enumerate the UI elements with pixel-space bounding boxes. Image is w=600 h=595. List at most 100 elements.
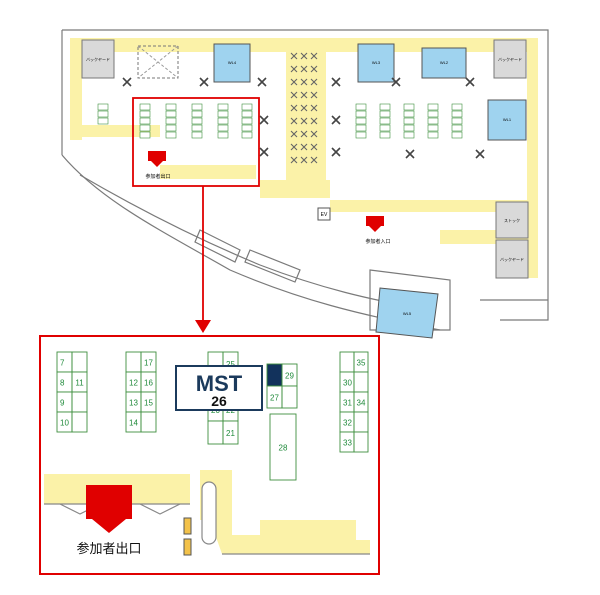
exit-label: 参加者出口	[145, 173, 170, 180]
overview-booth	[191, 103, 203, 111]
seat-icon	[290, 65, 298, 73]
seat-icon	[310, 143, 318, 151]
booth-number: 25	[226, 360, 235, 369]
overview-booth	[451, 117, 463, 125]
booth-cell[interactable]	[125, 351, 142, 373]
booth-cell[interactable]	[140, 411, 157, 433]
booth-number: 11	[75, 379, 84, 388]
overview-booth	[241, 117, 253, 125]
overview-booth	[241, 110, 253, 118]
pillar-icon	[405, 149, 415, 159]
overview-booth	[191, 110, 203, 118]
seat-icon	[300, 78, 308, 86]
booth-cell[interactable]	[339, 351, 355, 373]
booth-cell[interactable]	[269, 413, 297, 481]
booth-cell[interactable]	[353, 371, 369, 393]
pillar-icon	[331, 115, 341, 125]
booth-number: 21	[226, 429, 235, 438]
seat-icon	[300, 117, 308, 125]
pillar-icon	[199, 77, 209, 87]
elevator-label: EV	[321, 212, 328, 218]
pillar-icon	[257, 77, 267, 87]
room-label: WL4	[228, 60, 237, 65]
overview-booth	[139, 110, 151, 118]
overview-booth	[379, 124, 391, 132]
booth-cell[interactable]	[353, 431, 369, 453]
booth-cell[interactable]	[71, 411, 88, 433]
detail-exit-marker[interactable]: 参加者出口	[76, 485, 142, 556]
booth-cell[interactable]	[71, 351, 88, 373]
booth-number: 10	[60, 419, 69, 428]
room-label: ストック	[504, 217, 520, 223]
seat-icon	[290, 91, 298, 99]
seat-icon	[310, 104, 318, 112]
overview-booth	[451, 131, 463, 139]
seat-icon	[310, 91, 318, 99]
booth-number: 15	[144, 399, 153, 408]
booth-cell[interactable]	[281, 385, 298, 409]
overview-booth	[97, 117, 109, 125]
seat-icon	[290, 104, 298, 112]
seat-icon	[300, 156, 308, 164]
overview-booth	[403, 131, 415, 139]
rooms: バックヤード WL4 WL3 WL2 バックヤード WL1 ストック バックヤー…	[81, 39, 529, 339]
booth-number: 31	[343, 399, 352, 408]
booth-number: 28	[279, 444, 288, 453]
seat-icon	[310, 78, 318, 86]
mst-code: MST	[196, 371, 243, 396]
seat-icon	[310, 52, 318, 60]
overview-booth	[355, 131, 367, 139]
booth-number: 33	[343, 439, 352, 448]
overview-booth	[241, 131, 253, 139]
booth-cell[interactable]	[353, 411, 369, 433]
mst-booth-number: 26	[211, 393, 227, 409]
overview-booth	[379, 103, 391, 111]
seat-icon	[290, 156, 298, 164]
overview-booth	[191, 124, 203, 132]
overview-booth	[379, 131, 391, 139]
entrance-marker[interactable]: 参加者入口	[365, 216, 391, 245]
pillar-icon	[122, 77, 132, 87]
seat-icon	[310, 65, 318, 73]
overview-booth	[379, 117, 391, 125]
overview-booth	[355, 103, 367, 111]
room-label: WL1	[503, 117, 512, 122]
building-outline	[61, 29, 549, 331]
overview-booth	[165, 131, 177, 139]
pillar-icon	[259, 147, 269, 157]
seat-icon	[290, 130, 298, 138]
overview-booth	[217, 131, 229, 139]
booth-cell[interactable]	[266, 363, 283, 387]
room-label: バックヤード	[86, 56, 110, 62]
booth-cell[interactable]	[207, 420, 224, 445]
detail-exit-label: 参加者出口	[76, 541, 141, 556]
room-label: WL2	[440, 60, 449, 65]
booth-number: 30	[343, 379, 352, 388]
entrance-label: 参加者入口	[365, 238, 390, 245]
overview-map: バックヤード WL4 WL3 WL2 バックヤード WL1 ストック バックヤー…	[61, 29, 549, 339]
overview-booth	[191, 131, 203, 139]
room-label: WL5	[403, 311, 412, 316]
exit-marker[interactable]: 参加者出口	[145, 151, 171, 180]
highlight-frame	[132, 97, 260, 187]
booth-number: 9	[60, 399, 65, 408]
overview-booth	[217, 117, 229, 125]
overview-booth	[139, 124, 151, 132]
booth-number: 7	[60, 359, 65, 368]
overview-booth	[139, 131, 151, 139]
overview-booth	[165, 110, 177, 118]
overview-booth	[217, 124, 229, 132]
overview-booth	[403, 117, 415, 125]
booth-cell[interactable]	[71, 391, 88, 413]
detail-booths: 7811910171216131514252022212927283530313…	[56, 351, 369, 481]
pillar-icon	[259, 115, 269, 125]
mst-callout[interactable]: MST 26	[175, 365, 263, 411]
pillar-icon	[391, 77, 401, 87]
booth-number: 29	[285, 372, 294, 381]
overview-booth	[217, 110, 229, 118]
booth-number: 32	[343, 419, 352, 428]
overview-booth	[165, 103, 177, 111]
booth-number: 35	[357, 359, 366, 368]
seat-icon	[290, 52, 298, 60]
